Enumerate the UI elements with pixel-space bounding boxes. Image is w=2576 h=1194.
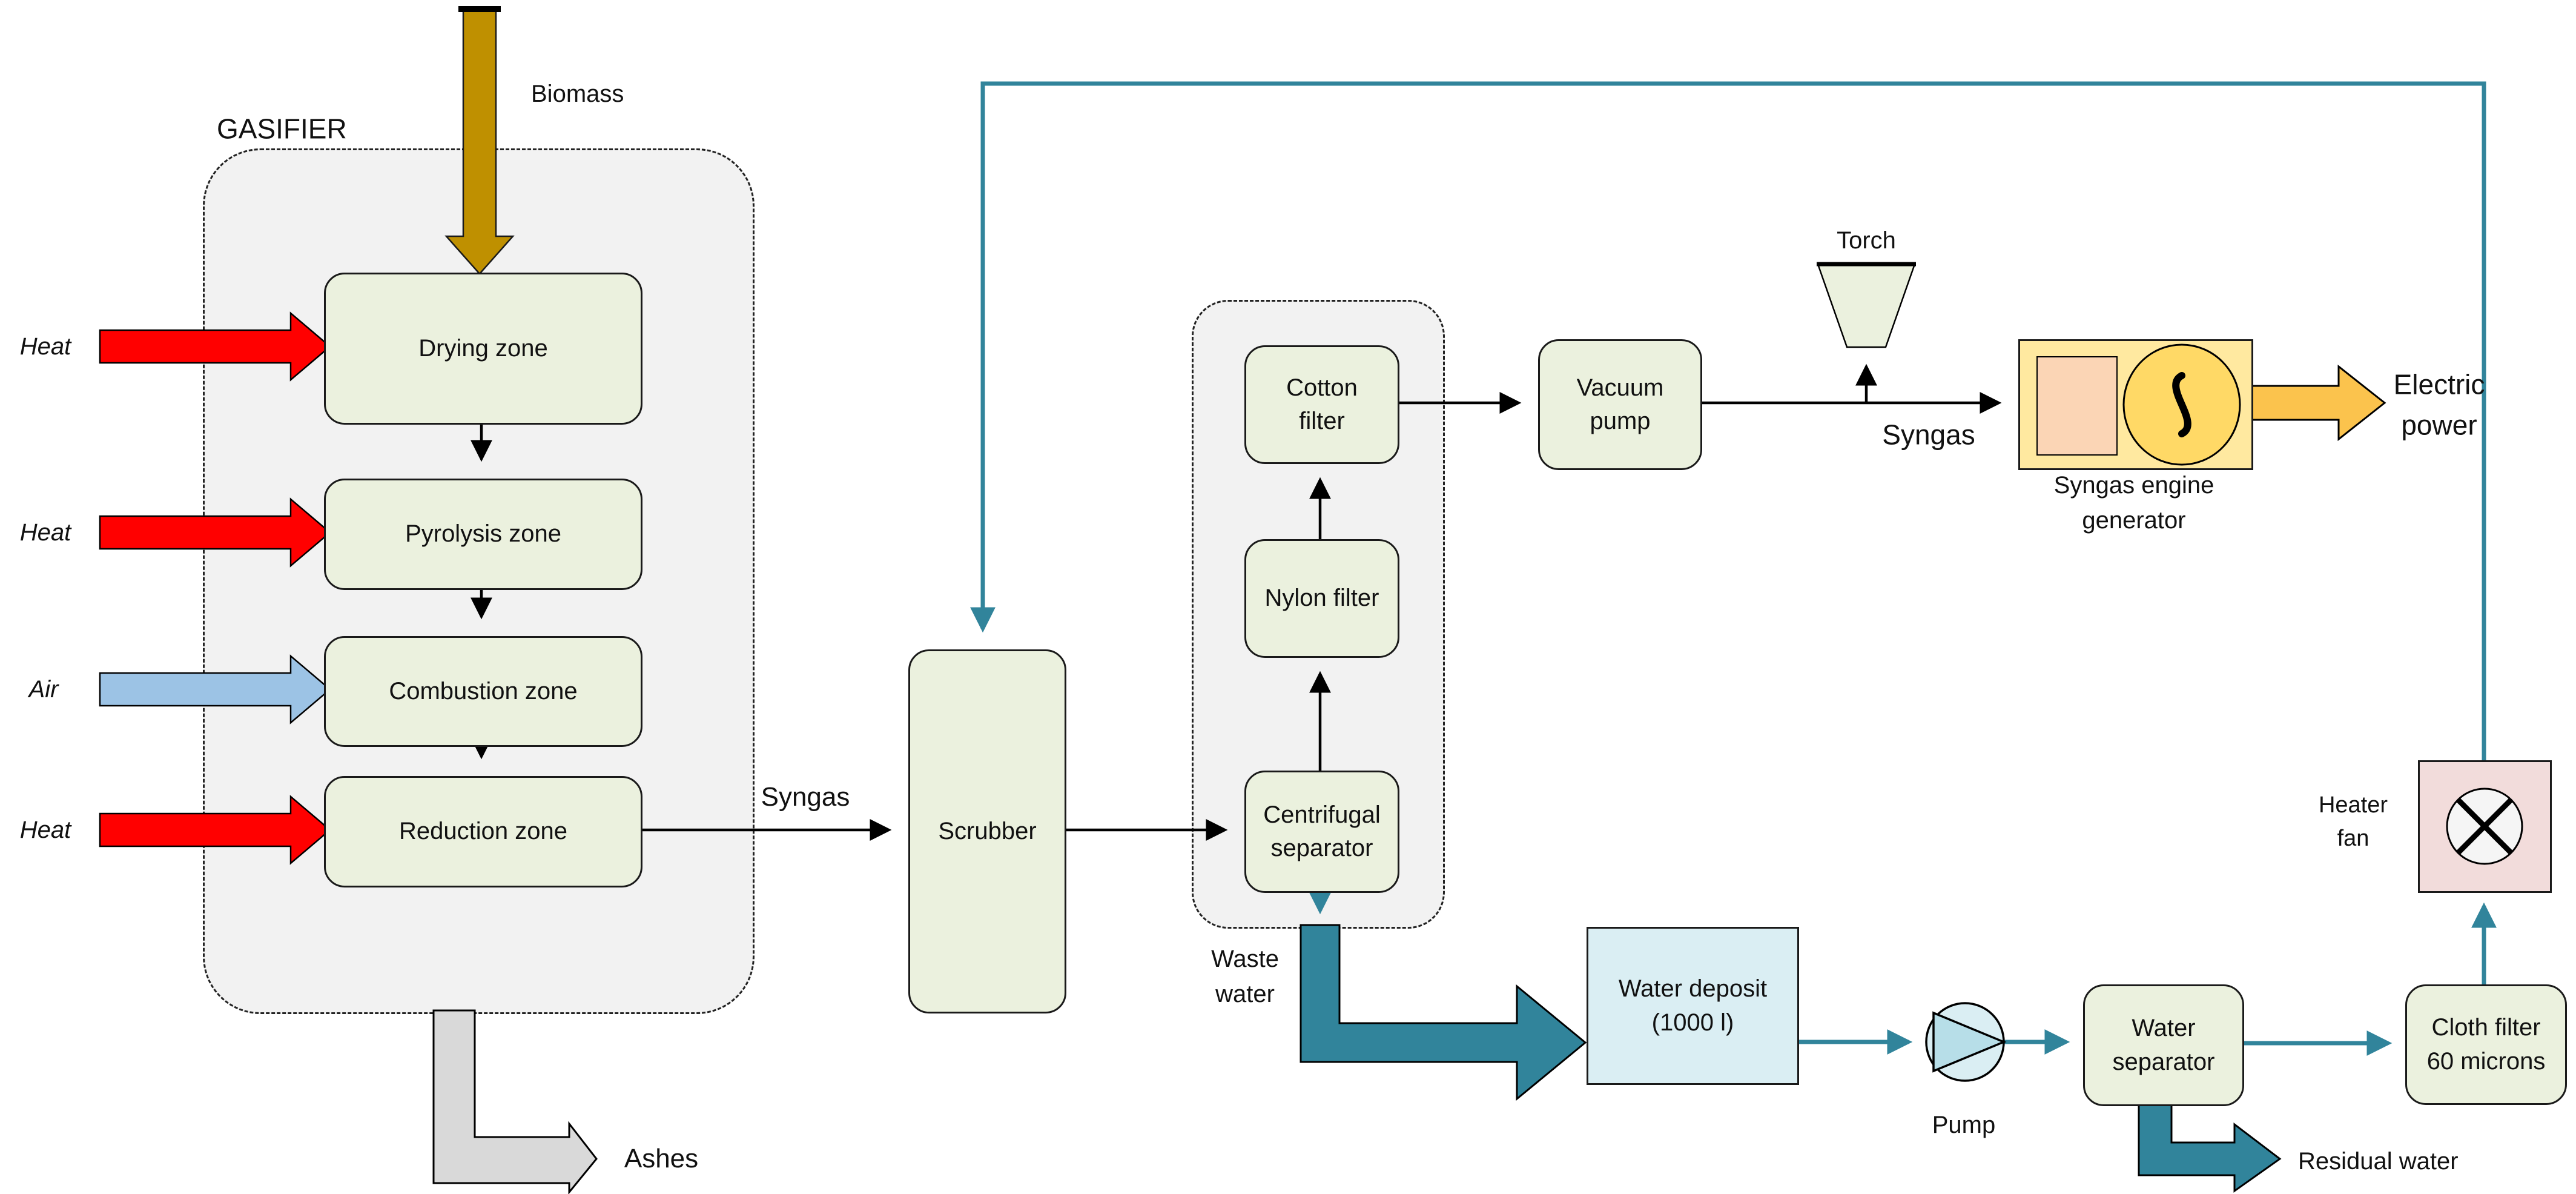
pump-icon — [1925, 1002, 2007, 1082]
fan-icon — [2446, 788, 2523, 865]
torch-label: Torch — [1837, 227, 1896, 254]
pump-label: Pump — [1932, 1112, 1996, 1138]
drying-zone-label: Drying zone — [418, 334, 548, 362]
gasifier-label: GASIFIER — [217, 113, 347, 145]
ashes-arrow-icon — [432, 1009, 598, 1194]
water-deposit-label: Water deposit (1000 l) — [1618, 975, 1768, 1036]
scrubber-box: Scrubber — [908, 649, 1066, 1013]
electric-power-arrow-icon — [2248, 364, 2386, 442]
engine-inner-rect — [2036, 356, 2118, 456]
centrifugal-separator-label: Centrifugal separator — [1263, 801, 1381, 861]
water-separator-box: Water separator — [2083, 984, 2244, 1106]
drying-zone-box: Drying zone — [324, 273, 642, 425]
cotton-filter-box: Cotton filter — [1244, 345, 1399, 464]
vacuum-pump-label: Vacuum pump — [1576, 374, 1664, 434]
heat-reduction-label: Heat — [19, 817, 71, 843]
waste-water-arrow-icon — [1300, 924, 1587, 1101]
engine-caption-label: Syngas engine generator — [2053, 472, 2214, 534]
combustion-zone-box: Combustion zone — [324, 636, 642, 747]
heat-drying-label: Heat — [19, 333, 71, 360]
electric-power-label: Electric power — [2393, 368, 2485, 440]
combustion-zone-label: Combustion zone — [389, 677, 578, 705]
vacuum-pump-box: Vacuum pump — [1538, 339, 1702, 470]
heater-fan-label: Heater fan — [2318, 792, 2388, 851]
reduction-zone-box: Reduction zone — [324, 776, 642, 887]
generator-icon — [2122, 343, 2241, 466]
nylon-filter-label: Nylon filter — [1264, 585, 1379, 612]
residual-water-label: Residual water — [2298, 1148, 2459, 1175]
heat-pyrolysis-label: Heat — [19, 519, 71, 546]
residual-water-arrow-icon — [2138, 1101, 2282, 1193]
air-label: Air — [28, 676, 59, 703]
biomass-label: Biomass — [531, 81, 624, 107]
heater-fan-box — [2418, 760, 2552, 893]
waste-water-label: Waste water — [1211, 946, 1279, 1007]
reduction-zone-label: Reduction zone — [399, 818, 567, 845]
centrifugal-separator-box: Centrifugal separator — [1244, 771, 1399, 893]
syngas-to-engine-label: Syngas — [1882, 419, 1975, 451]
pyrolysis-zone-label: Pyrolysis zone — [405, 520, 561, 548]
water-deposit-box: Water deposit (1000 l) — [1587, 927, 1799, 1085]
ashes-label: Ashes — [624, 1144, 699, 1174]
syngas-engine-generator-box — [2018, 339, 2253, 470]
water-separator-label: Water separator — [2112, 1015, 2215, 1075]
cloth-filter-label: Cloth filter 60 microns — [2426, 1014, 2546, 1075]
cotton-filter-label: Cotton filter — [1286, 374, 1358, 434]
torch-icon — [1817, 262, 1916, 348]
syngas-to-scrubber-label: Syngas — [761, 782, 850, 812]
scrubber-label: Scrubber — [938, 817, 1037, 844]
cloth-filter-box: Cloth filter 60 microns — [2405, 984, 2567, 1105]
nylon-filter-box: Nylon filter — [1244, 539, 1399, 658]
pyrolysis-zone-box: Pyrolysis zone — [324, 479, 642, 590]
